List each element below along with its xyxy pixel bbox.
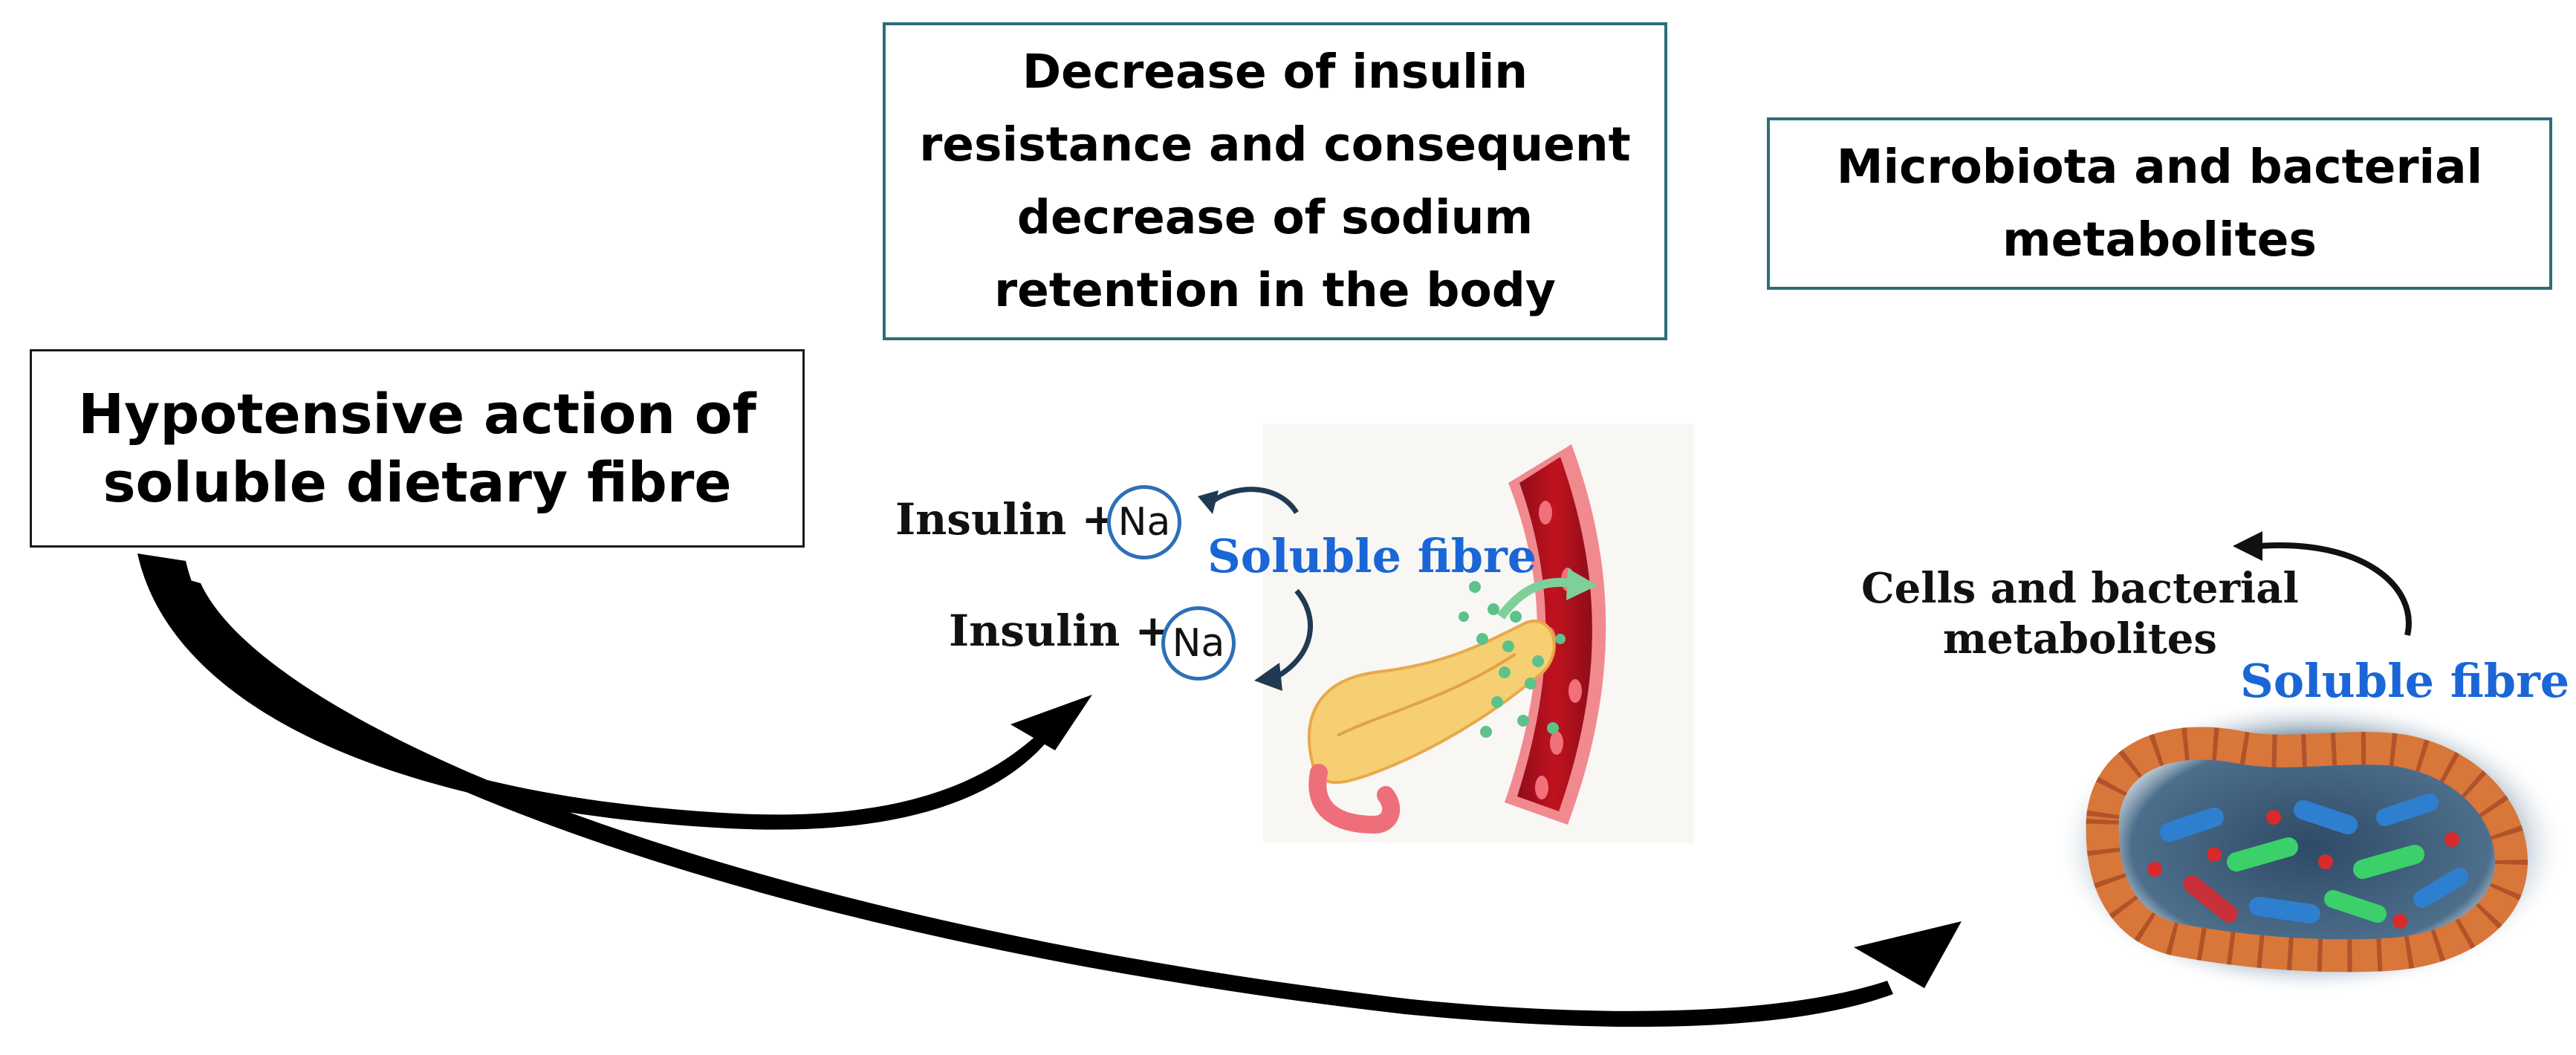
cycle-arrow-bottom	[1276, 588, 1314, 678]
gut-cycle-arrowhead	[2233, 531, 2262, 561]
main-title-box: Hypotensive action of soluble dietary fi…	[30, 349, 805, 548]
soluble-fibre-label-pancreas: Soluble fibre	[1207, 529, 1537, 583]
cycle-arrow-top	[1205, 487, 1299, 514]
insulin-effect-line-2: resistance and consequent	[919, 117, 1631, 172]
arrow-to-insulin-panel-head	[1010, 695, 1092, 750]
cycle-arrowhead-bottom	[1254, 663, 1282, 691]
soluble-fibre-label-gut: Soluble fibre	[2240, 654, 2570, 708]
sodium-circle-bottom: Na	[1161, 606, 1236, 681]
fibre-transfer-arrowhead	[1566, 568, 1597, 600]
microbiota-line-1: Microbiota and bacterial	[1836, 140, 2483, 194]
fibre-dots	[1459, 581, 1566, 738]
main-title-line-1: Hypotensive action of	[78, 382, 756, 447]
arrow-to-gut-panel	[149, 568, 1893, 1028]
insulin-label-top: Insulin +	[895, 494, 1118, 545]
insulin-label-bottom: Insulin +	[949, 606, 1172, 656]
microbiota-box: Microbiota and bacterial metabolites	[1767, 117, 2552, 290]
insulin-effect-line-3: decrease of sodium	[1016, 190, 1534, 244]
cells-metabolites-line-2: metabolites	[1942, 614, 2217, 663]
cells-metabolites-label: Cells and bacterial metabolites	[1861, 563, 2299, 664]
pancreas-icon	[1308, 620, 1556, 834]
gut-microbiota-icon	[2054, 698, 2567, 996]
fibre-transfer-arrow	[1497, 577, 1572, 620]
insulin-effect-box: Decrease of insulin resistance and conse…	[883, 22, 1667, 340]
microbiota-line-2: metabolites	[2002, 212, 2317, 267]
blood-vessel-icon	[1505, 444, 1606, 825]
insulin-effect-line-4: retention in the body	[994, 263, 1556, 317]
main-title-line-2: soluble dietary fibre	[103, 450, 732, 515]
gut-cycle-arrow	[2258, 542, 2412, 636]
arrow-to-insulin-panel	[137, 554, 1055, 830]
cells-metabolites-line-1: Cells and bacterial	[1861, 564, 2299, 613]
cycle-arrowhead-top	[1198, 490, 1219, 514]
insulin-effect-line-1: Decrease of insulin	[1022, 45, 1528, 99]
arrow-to-gut-panel-head	[1854, 921, 1962, 988]
sodium-circle-top: Na	[1107, 485, 1181, 559]
